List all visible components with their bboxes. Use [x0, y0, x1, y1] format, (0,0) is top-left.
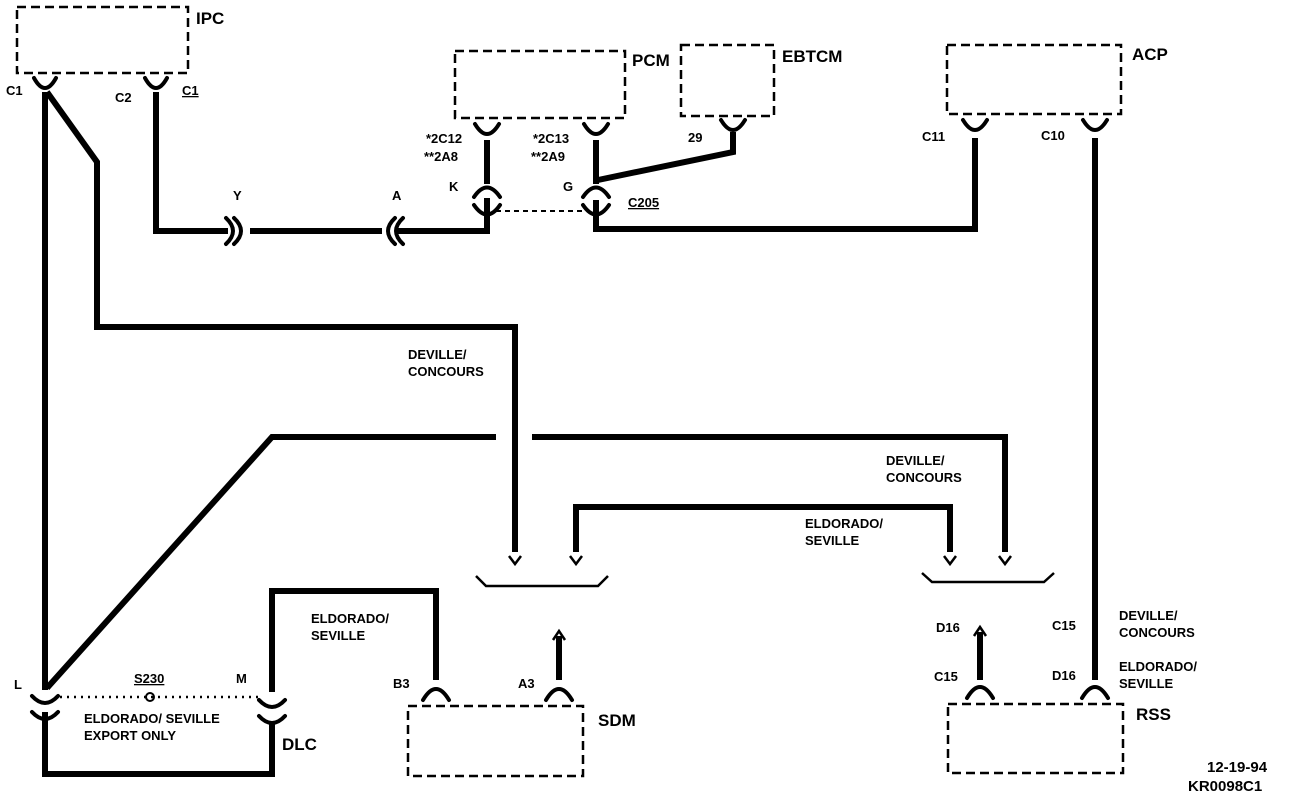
note-eldorado-sdm-line2: SEVILLE: [311, 628, 366, 643]
sdm-open-connector-icon: [475, 575, 609, 588]
inline-k-label: K: [449, 179, 459, 194]
ipc-c2-pin-label: C2: [115, 90, 132, 105]
wire-ebtcm-to-g: [597, 132, 736, 183]
connector-c205-label: C205: [628, 195, 659, 210]
pcm-right-pin-line2: **2A9: [531, 149, 565, 164]
acp-label: ACP: [1132, 45, 1168, 64]
rss-label: RSS: [1136, 705, 1171, 724]
acp-c10-connector-icon: [1081, 118, 1109, 132]
inline-g-label: G: [563, 179, 573, 194]
inline-a-connector-icon: [386, 216, 405, 246]
sdm-b3-pin-label: B3: [393, 676, 410, 691]
pcm-right-pin-line1: *2C13: [533, 131, 569, 146]
wire-dlc-m-to-sdm-b3: [269, 588, 439, 692]
sdm-a3-pin-label: A3: [518, 676, 535, 691]
ipc-c2-connector-icon: [143, 76, 169, 90]
wire-dlc-bottom-loop: [42, 712, 275, 777]
rss-d16-right-pin-label: D16: [1052, 668, 1076, 683]
pcm-left-pin-line2: **2A8: [424, 149, 458, 164]
ipc-c1-pin-label: C1: [6, 83, 23, 98]
rss-d16-connector-icon: [1080, 685, 1110, 700]
rss-c15-connector-icon: [965, 685, 995, 700]
note-deville-rss-line1: DEVILLE/: [1119, 608, 1178, 623]
rss-d16-arrow-icon: [972, 624, 988, 637]
note-eldorado-mid-line2: SEVILLE: [805, 533, 860, 548]
dlc-l-pin-label: L: [14, 677, 22, 692]
acp-c10-pin-label: C10: [1041, 128, 1065, 143]
wire-g-to-acp: [593, 138, 978, 232]
rss-c15-lower-pin-label: C15: [934, 669, 958, 684]
footer-date: 12-19-94: [1207, 759, 1268, 776]
ebtcm-box: [679, 43, 776, 118]
ipc-c1-connector-icon: [32, 76, 58, 90]
rss-drop-arrows: [943, 555, 1012, 567]
rss-c15-right-pin-label: C15: [1052, 618, 1076, 633]
note-deville-center-line2: CONCOURS: [408, 364, 484, 379]
sdm-a3-arrow-icon: [551, 628, 567, 641]
acp-c11-connector-icon: [961, 118, 989, 132]
note-eldorado-mid-line1: ELDORADO/: [805, 516, 883, 531]
wire-eldorado-branch: [573, 504, 953, 552]
note-eldorado-sdm-line1: ELDORADO/: [311, 611, 389, 626]
sdm-label: SDM: [598, 711, 636, 730]
sdm-box: [406, 704, 585, 778]
ebtcm-29-pin-label: 29: [688, 130, 702, 145]
ebtcm-29-connector-icon: [719, 118, 747, 132]
note-export-line2: EXPORT ONLY: [84, 728, 176, 743]
acp-c11-pin-label: C11: [922, 129, 945, 144]
pcm-label: PCM: [632, 51, 670, 70]
wire-ipc-c1-deville-branch: [44, 90, 518, 552]
ebtcm-label: EBTCM: [782, 47, 842, 66]
ipc-connector-label: C1: [182, 83, 199, 98]
ipc-label: IPC: [196, 9, 224, 28]
note-deville-rss-line2: CONCOURS: [1119, 625, 1195, 640]
sdm-a3-connector-icon: [544, 687, 574, 702]
rss-d16-upper-pin-label: D16: [936, 620, 960, 635]
ipc-box: [15, 5, 190, 75]
note-eldorado-rss-line1: ELDORADO/: [1119, 659, 1197, 674]
note-deville-center-line1: DEVILLE/: [408, 347, 467, 362]
dlc-label: DLC: [282, 735, 317, 754]
note-export-line1: ELDORADO/ SEVILLE: [84, 711, 220, 726]
sdm-b3-connector-icon: [421, 687, 451, 702]
footer-code: KR0098C1: [1188, 778, 1262, 795]
inline-g-connector-icon: [581, 185, 611, 217]
note-eldorado-rss-line2: SEVILLE: [1119, 676, 1174, 691]
wire-dlc-l-diagonal: [44, 434, 496, 691]
pcm-left-pin-line1: *2C12: [426, 131, 462, 146]
dlc-m-connector-icon: [257, 698, 287, 725]
note-deville-right-line2: CONCOURS: [886, 470, 962, 485]
note-deville-right-line1: DEVILLE/: [886, 453, 945, 468]
inline-y-connector-icon: [224, 216, 243, 246]
splice-s230-label: S230: [134, 671, 164, 686]
wire-a-to-pcm: [398, 198, 490, 234]
splice-s230-dot: [145, 692, 155, 702]
wire-deville-right: [532, 434, 1008, 552]
dlc-m-pin-label: M: [236, 671, 247, 686]
pcm-box: [453, 49, 627, 120]
inline-y-label: Y: [233, 188, 242, 203]
rss-open-connector-icon: [921, 572, 1055, 584]
inline-a-label: A: [392, 188, 402, 203]
pcm-left-connector-icon: [473, 122, 501, 136]
dlc-l-connector-icon: [30, 694, 60, 721]
rss-box: [946, 702, 1125, 775]
sdm-drop-arrows: [508, 555, 583, 567]
wire-ipc-c2-to-y: [153, 92, 228, 234]
acp-box: [945, 43, 1123, 116]
inline-k-connector-icon: [472, 185, 502, 217]
pcm-right-connector-icon: [582, 122, 610, 136]
